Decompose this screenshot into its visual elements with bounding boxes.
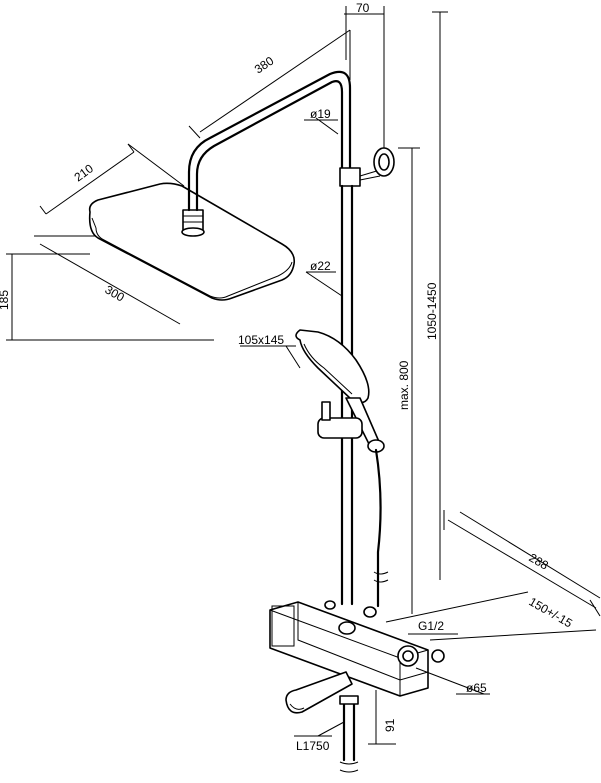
shower-arm	[187, 70, 352, 212]
lower-pipe	[339, 695, 359, 773]
hand-shower	[295, 329, 381, 451]
dim-150: 150+/-15	[527, 594, 576, 630]
dim-70: 70	[356, 1, 370, 15]
dim-arm-diameter: ø19	[310, 107, 331, 121]
dim-185: 185	[0, 290, 11, 310]
dimension-lines	[6, 6, 601, 745]
thermostatic-mixer	[269, 600, 445, 697]
shower-head	[88, 182, 296, 301]
dim-rail-diameter: ø22	[310, 259, 331, 273]
dim-300: 300	[103, 282, 128, 304]
dim-380: 380	[252, 54, 277, 77]
head-connector	[181, 209, 205, 237]
bath-spout	[285, 671, 353, 714]
dim-hand-shower: 105x145	[238, 333, 284, 347]
dim-hose-length: L1750	[296, 739, 330, 753]
dim-91: 91	[383, 718, 397, 732]
dim-escutcheon: ø65	[466, 681, 487, 695]
slider-holder	[317, 401, 385, 453]
dim-max-800: max. 800	[397, 360, 411, 410]
dim-1050-1450: 1050-1450	[425, 282, 439, 340]
dim-g12: G1/2	[418, 619, 444, 633]
shower-hose	[373, 448, 389, 608]
wall-bracket-upper	[339, 147, 395, 187]
